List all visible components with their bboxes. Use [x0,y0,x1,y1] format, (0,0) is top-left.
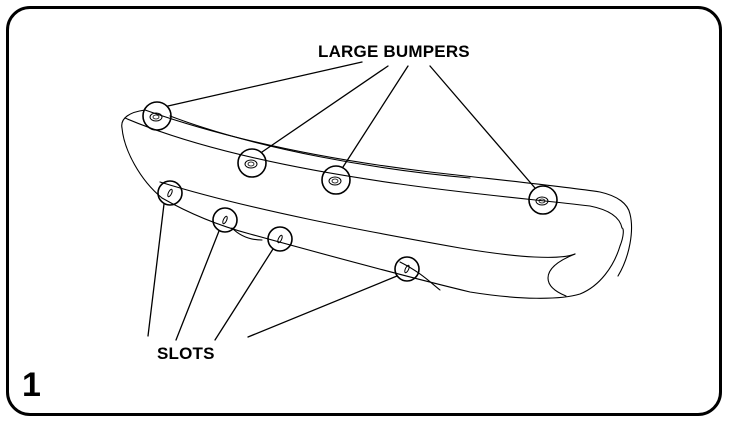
figure-frame [6,6,722,416]
large-bumpers-label: LARGE BUMPERS [318,42,470,61]
slot-leader-lines [147,203,398,341]
slot-2 [212,207,238,233]
bumper-body [121,109,633,299]
slot-1 [157,180,183,206]
large-bumper-4 [528,185,558,215]
slots-label: SLOTS [157,344,215,363]
large-bumper-2 [237,148,267,178]
slot-4 [394,256,420,282]
large-bumper-3 [321,165,351,195]
large-bumper-1 [142,101,172,131]
slot-3 [267,226,293,252]
step-number: 1 [22,366,41,404]
bumper-leader-lines [167,61,536,189]
